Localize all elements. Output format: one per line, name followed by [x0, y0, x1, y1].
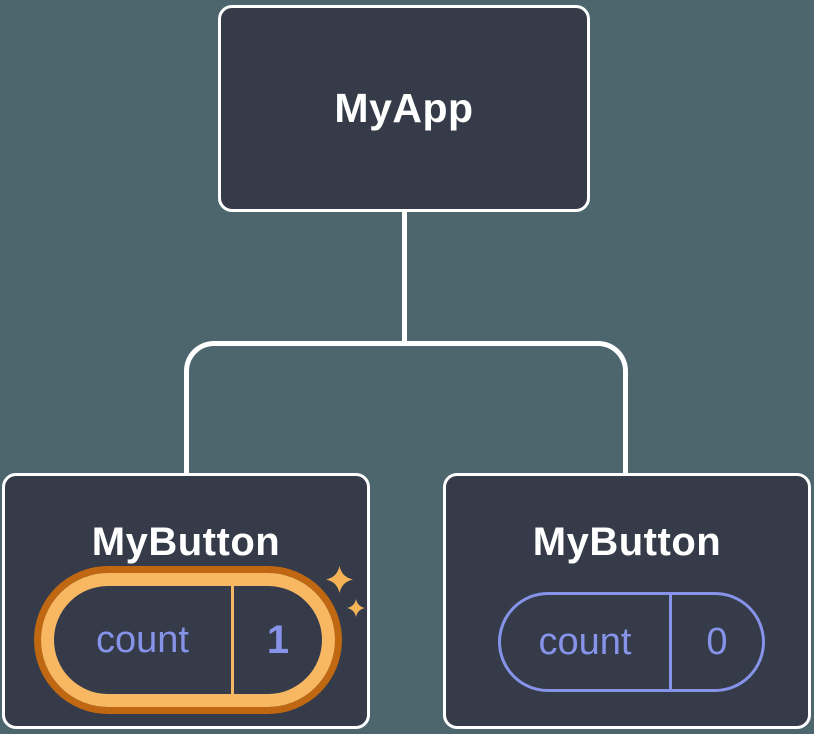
tree-node-root: MyApp: [218, 5, 590, 212]
state-value-cell: 0: [672, 595, 762, 689]
root-node-label: MyApp: [334, 85, 474, 131]
state-key-label: count: [96, 618, 189, 661]
state-divider: [231, 586, 234, 694]
state-value: 1: [266, 617, 290, 662]
child-node-label: MyButton: [532, 520, 722, 564]
tree-node-child-right: MyButton count 0: [443, 473, 811, 729]
state-key-cell: count: [501, 595, 669, 689]
tree-node-child-left: MyButton count 1: [2, 473, 370, 729]
state-badge: count 0: [498, 592, 765, 692]
state-key-cell: count: [54, 586, 231, 694]
sparkle-icon: [347, 599, 365, 617]
connector-stem: [402, 211, 407, 344]
state-badge-highlighted: count 1: [41, 573, 335, 707]
sparkle-icon: [326, 566, 353, 593]
child-node-label: MyButton: [91, 520, 281, 564]
connector-bracket: [184, 341, 628, 473]
state-value-cell: 1: [234, 586, 322, 694]
state-key-label: count: [538, 620, 632, 663]
state-value: 0: [706, 620, 728, 663]
state-divider: [669, 595, 672, 689]
